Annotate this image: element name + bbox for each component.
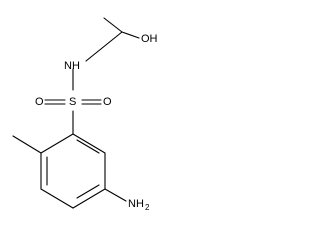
structure-diagram: OH NH S O O NH 2: [12, 17, 158, 212]
ring-bond-1: [72, 133, 106, 154]
bond-ring-nh2: [104, 188, 127, 202]
atom-label-o-left: O: [35, 96, 44, 108]
bonds: [12, 17, 140, 209]
atom-label-o-right: O: [103, 96, 112, 108]
ring-double-2: [76, 184, 100, 199]
atom-label-nh2-subscript: 2: [145, 203, 150, 212]
ring-bond-4: [40, 188, 74, 209]
ring-bond-6: [40, 133, 74, 154]
bond-ring-methyl: [12, 135, 42, 154]
atom-labels: OH NH S O O NH 2: [35, 33, 158, 212]
atom-label-nh2: NH: [128, 198, 144, 210]
ring-bond-3: [72, 188, 106, 209]
bond-methyl-ch: [103, 17, 123, 33]
bond-ch-oh: [121, 31, 140, 39]
atom-label-s: S: [69, 96, 76, 108]
atom-label-oh: OH: [141, 33, 158, 45]
ring-double-1: [76, 139, 100, 154]
bond-ch-nh: [85, 31, 123, 62]
atom-label-nh: NH: [64, 60, 80, 72]
